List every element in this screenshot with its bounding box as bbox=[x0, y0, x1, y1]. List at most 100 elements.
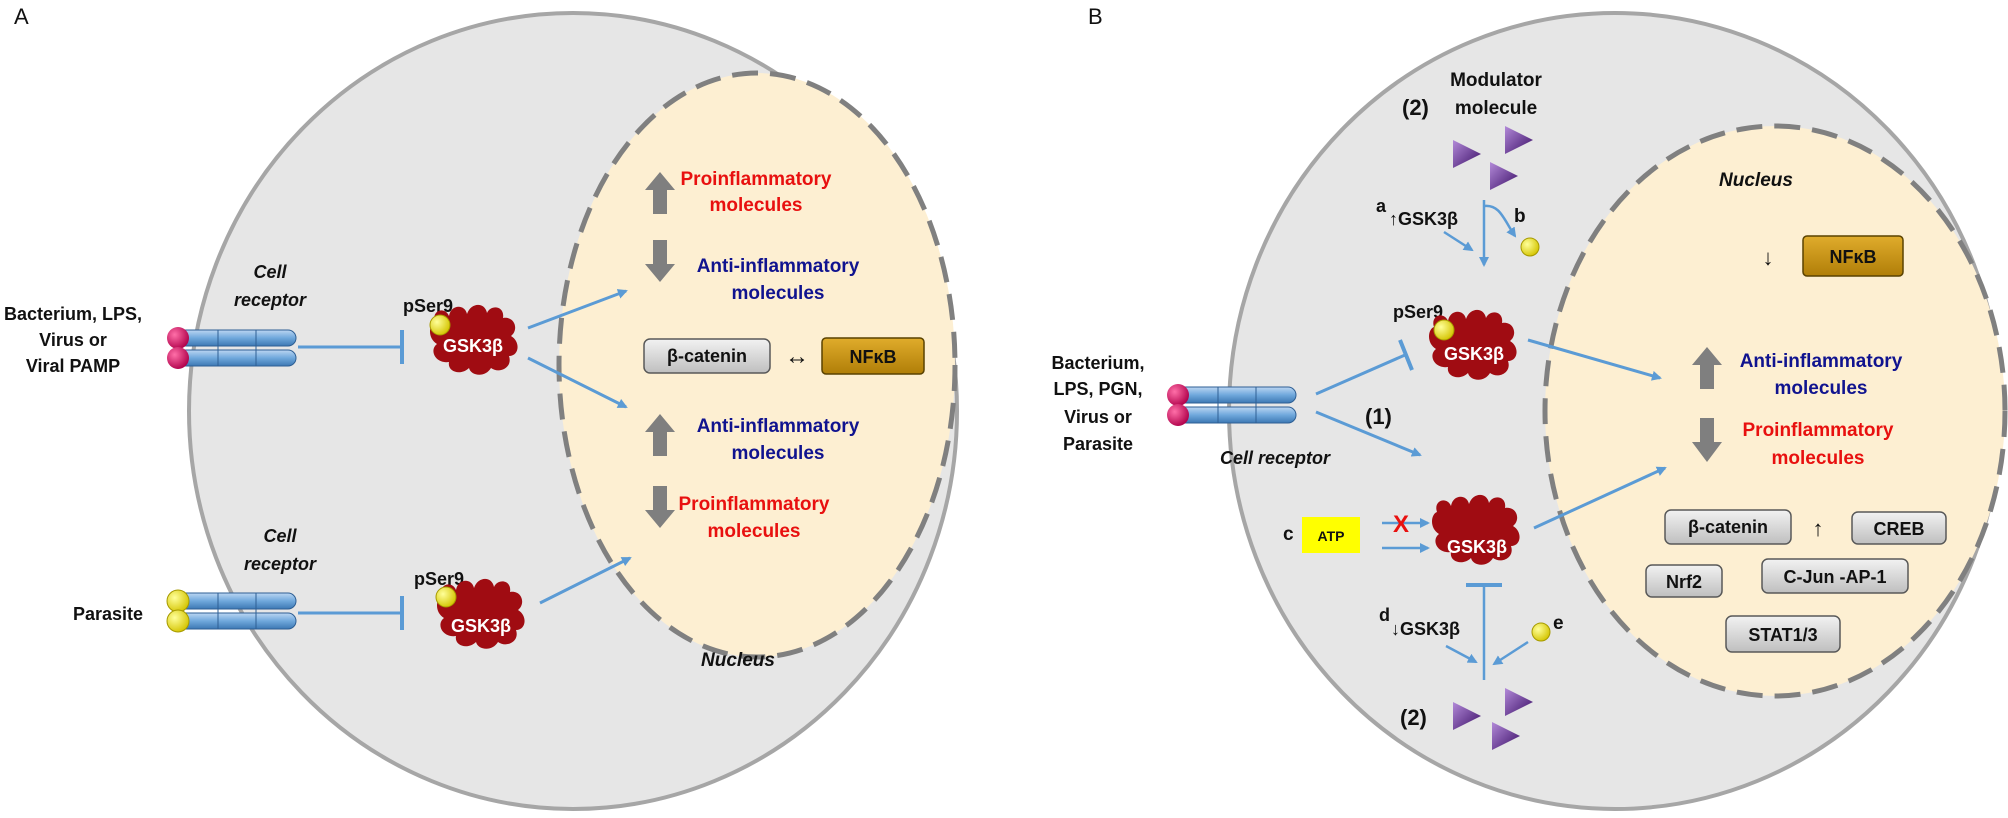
svg-text:Virus or: Virus or bbox=[1064, 407, 1132, 427]
svg-text:molecules: molecules bbox=[1772, 448, 1865, 469]
arrow-receptor-to-gsk bbox=[1315, 410, 1422, 457]
cell-receptor-top bbox=[167, 327, 297, 369]
modulator-number-top: (2) bbox=[1402, 95, 1429, 120]
svg-text:Anti-inflammatory: Anti-inflammatory bbox=[697, 256, 860, 277]
arrow-a2 bbox=[527, 356, 628, 409]
svg-text:Anti-inflammatory: Anti-inflammatory bbox=[697, 416, 860, 437]
arrow-a1 bbox=[527, 289, 628, 330]
modulator-molecules-bottom bbox=[1453, 688, 1533, 750]
anti-label-b: Anti-inflammatory molecules bbox=[1740, 351, 1903, 399]
down-arrow-b bbox=[1692, 418, 1722, 462]
anti-label-a1: Anti-inflammatory molecules bbox=[697, 256, 860, 304]
svg-text:Proinflammatory: Proinflammatory bbox=[681, 169, 832, 190]
stimulus-label-top: Bacterium, LPS, Virus or Viral PAMP bbox=[4, 304, 142, 376]
modulator-release-arrow bbox=[1483, 204, 1517, 238]
nucleus-b bbox=[1542, 123, 2008, 699]
nucleus-label-a: Nucleus bbox=[701, 650, 775, 671]
svg-text:molecules: molecules bbox=[708, 521, 801, 542]
pro-label-a2: Proinflammatory molecules bbox=[679, 494, 830, 542]
block-x-mark: X bbox=[1393, 511, 1409, 538]
svg-text:LPS, PGN,: LPS, PGN, bbox=[1053, 379, 1142, 399]
creb-box bbox=[1851, 511, 1947, 545]
phospho-ball-top-b bbox=[1433, 319, 1455, 341]
pro-label-a1: Proinflammatory molecules bbox=[681, 169, 832, 216]
catenin-box-b bbox=[1664, 509, 1792, 545]
pathway-number: (1) bbox=[1365, 404, 1392, 429]
pser9-label-bottom: pSer9 bbox=[414, 569, 464, 589]
nrf2-box bbox=[1645, 564, 1723, 598]
nfkb-label-a: NFκB bbox=[849, 347, 896, 367]
catenin-box-a bbox=[643, 338, 771, 374]
arrow-d-to-line bbox=[1445, 644, 1478, 664]
decrease-gsk3b-label: ↓GSK3β bbox=[1391, 619, 1460, 639]
receptor-label-top: Cell receptor bbox=[234, 262, 307, 310]
anti-label-a2: Anti-inflammatory molecules bbox=[697, 416, 860, 464]
svg-text:Modulator: Modulator bbox=[1450, 70, 1542, 91]
svg-text:Bacterium, LPS,: Bacterium, LPS, bbox=[4, 304, 142, 324]
phospho-ball-bottom bbox=[435, 586, 457, 608]
up-arrow-b bbox=[1692, 347, 1722, 389]
increase-arrow-b: ↑ bbox=[1813, 516, 1824, 541]
svg-text:receptor: receptor bbox=[244, 554, 317, 574]
gsk3b-label-bottom-b: GSK3β bbox=[1447, 537, 1507, 557]
arrow-e-to-line bbox=[1492, 640, 1529, 666]
stimulus-label-b: Bacterium, LPS, PGN, Virus or Parasite bbox=[1051, 353, 1144, 454]
nfkb-box-b bbox=[1802, 235, 1904, 277]
nucleus-label-b: Nucleus bbox=[1719, 170, 1793, 191]
pser9-label-b: pSer9 bbox=[1393, 302, 1443, 322]
nfkb-box-a bbox=[821, 337, 925, 375]
svg-text:Parasite: Parasite bbox=[1063, 434, 1133, 454]
panel-b: B (2) Modulator molecule a ↑GSK3β b pSer… bbox=[1051, 4, 2008, 811]
label-d: d bbox=[1379, 605, 1390, 625]
panel-a-letter: A bbox=[14, 4, 29, 29]
label-b: b bbox=[1514, 206, 1526, 227]
atp-box bbox=[1302, 517, 1360, 553]
svg-text:Virus or: Virus or bbox=[39, 330, 107, 350]
svg-text:molecules: molecules bbox=[710, 195, 803, 216]
label-a: a bbox=[1376, 196, 1387, 216]
stimulus-label-bottom: Parasite bbox=[73, 604, 143, 624]
svg-text:receptor: receptor bbox=[234, 290, 307, 310]
modulator-molecules-top bbox=[1453, 126, 1533, 190]
modulator-number-bottom: (2) bbox=[1400, 705, 1427, 730]
receptor-label-bottom: Cell receptor bbox=[244, 526, 317, 574]
catenin-label-b: β-catenin bbox=[1688, 517, 1768, 537]
svg-text:molecule: molecule bbox=[1455, 98, 1537, 119]
up-arrow-a2 bbox=[645, 414, 675, 456]
inhibit-bar-b bbox=[1398, 339, 1414, 371]
gsk3b-label-top: GSK3β bbox=[443, 336, 503, 356]
cell-receptor-label-b: Cell receptor bbox=[1220, 448, 1331, 468]
up-arrow-a1 bbox=[645, 172, 675, 214]
phospho-ball-e bbox=[1531, 622, 1551, 642]
svg-text:Cell: Cell bbox=[263, 526, 297, 546]
down-arrow-a2 bbox=[645, 486, 675, 528]
svg-text:Cell: Cell bbox=[253, 262, 287, 282]
svg-text:molecules: molecules bbox=[732, 443, 825, 464]
cjun-box bbox=[1761, 558, 1909, 594]
catenin-label-a: β-catenin bbox=[667, 346, 747, 366]
bidirectional-arrow: ↔ bbox=[785, 343, 809, 370]
label-c: c bbox=[1283, 524, 1294, 545]
cell-receptor-bottom bbox=[166, 589, 297, 633]
nfkb-label-b: NFκB bbox=[1829, 247, 1876, 267]
panel-a: A Bacterium, LPS, Virus or Viral PAMP Ce… bbox=[4, 4, 959, 811]
arrow-a-to-gsk bbox=[1443, 230, 1474, 252]
inhibit-line-b bbox=[1315, 353, 1406, 396]
nrf2-label: Nrf2 bbox=[1666, 572, 1702, 592]
cell-receptor-b bbox=[1167, 384, 1297, 426]
increase-gsk3b-label: ↑GSK3β bbox=[1389, 209, 1458, 229]
creb-label: CREB bbox=[1873, 519, 1924, 539]
phospho-ball-b bbox=[1520, 237, 1540, 257]
svg-text:Proinflammatory: Proinflammatory bbox=[1743, 420, 1894, 441]
arrow-a3 bbox=[539, 556, 632, 605]
gsk3b-label-top-b: GSK3β bbox=[1444, 344, 1504, 364]
down-arrow-a1 bbox=[645, 240, 675, 282]
arrow-gsk-bottom-to-nucleus bbox=[1533, 466, 1667, 530]
stat-box bbox=[1725, 615, 1841, 653]
gsk3b-label-bottom: GSK3β bbox=[451, 616, 511, 636]
svg-text:molecules: molecules bbox=[732, 283, 825, 304]
svg-text:Anti-inflammatory: Anti-inflammatory bbox=[1740, 351, 1903, 372]
modulator-label: Modulator molecule bbox=[1450, 70, 1542, 119]
nfkb-down-arrow: ↓ bbox=[1763, 245, 1774, 270]
